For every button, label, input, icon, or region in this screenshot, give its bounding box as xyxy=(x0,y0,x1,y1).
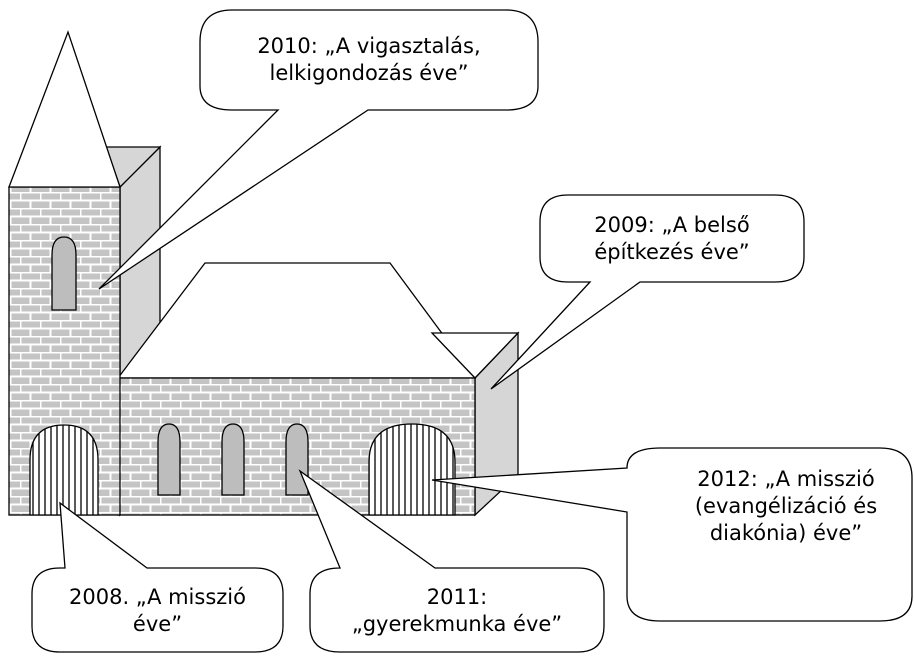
nave-window-3 xyxy=(285,423,309,496)
nave-door xyxy=(368,423,456,516)
callout-2008-text: 2008. „A misszió éve” xyxy=(69,585,246,636)
nave-roof-side xyxy=(430,332,520,379)
tower-spire xyxy=(8,30,121,188)
callout-2011-text: 2011: „gyerekmunka éve” xyxy=(351,585,563,636)
callout-2008-bubble xyxy=(31,501,284,653)
nave-window-1 xyxy=(157,423,181,496)
tower-window xyxy=(51,236,77,311)
callout-2012-text: 2012: „A misszió (evangélizáció és diakó… xyxy=(694,467,878,545)
nave-roof xyxy=(116,262,477,379)
callout-2009-text: 2009: „A belső építkezés éve” xyxy=(594,213,750,264)
nave-window-2 xyxy=(221,423,245,496)
callout-2009-bubble xyxy=(490,194,805,390)
callout-2010-bubble xyxy=(98,9,539,290)
callout-2011-bubble xyxy=(298,469,605,653)
tower-door xyxy=(29,424,99,516)
callout-2010-text: 2010: „A vigasztalás, lelkigondozás éve” xyxy=(257,34,481,85)
callout-2012-bubble xyxy=(431,447,913,622)
